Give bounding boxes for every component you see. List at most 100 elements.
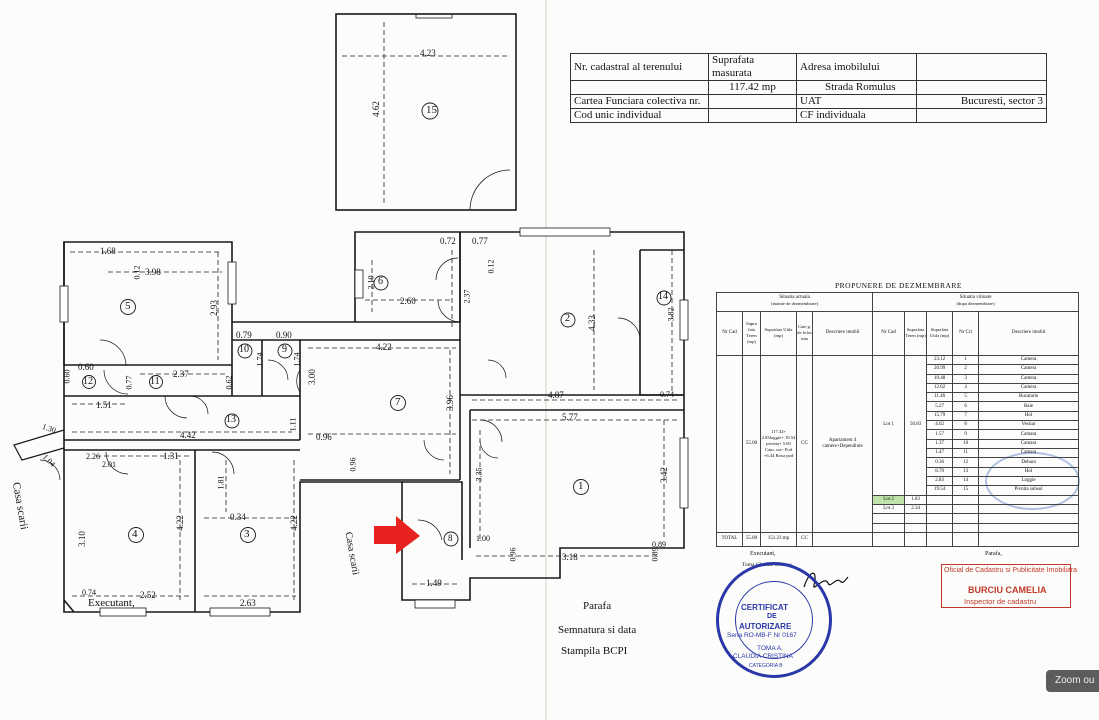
dimension-label: 1.31 (163, 451, 179, 461)
col-header: Nr Cad (716, 310, 743, 356)
lot3-teren: 2.34 (904, 503, 928, 515)
dimension-label: 3.96 (444, 395, 455, 411)
dimension-label: 3.82 (666, 307, 676, 322)
table-cell: Camara (978, 448, 1080, 459)
dimension-label: 2.37 (462, 289, 472, 304)
dezmembrare-table: Situatia actuala(inainte de dezmembrare)… (715, 292, 1080, 548)
col-header: Descriere imobil (978, 310, 1080, 356)
room-label-13: 13 (226, 414, 236, 425)
cell-empty (952, 494, 980, 505)
dimension-label: 1.11 (288, 417, 298, 432)
cell-empty (708, 94, 797, 109)
cell-empty (952, 513, 980, 524)
dimension-label: 4.22 (376, 342, 392, 352)
dimension-label: 2.37 (173, 369, 189, 379)
dimension-label: 1.00 (476, 534, 490, 543)
table-cell: 13 (952, 466, 980, 477)
cell-empty (904, 513, 928, 524)
cell-cf-collective: Cartea Funciara colectiva nr. (570, 94, 709, 109)
col-header: Suprafata Utila (mp) (760, 310, 797, 356)
table-cell: 19.54 (926, 485, 954, 496)
dimension-label: 0.89 (650, 547, 660, 562)
cell-surface-value: 117.42 mp (708, 80, 797, 95)
table-cell: 15.79 (926, 410, 954, 422)
room-label-15: 15 (426, 104, 437, 116)
cell-empty (952, 503, 980, 515)
apartment-outline (63, 231, 685, 613)
room-label-8: 8 (448, 533, 453, 543)
lot2-label: Lot 2 (872, 494, 906, 505)
zoom-out-button[interactable]: Zoom ou (1046, 670, 1099, 692)
table-cell: 23.12 (926, 354, 954, 366)
cell-empty (952, 522, 980, 533)
lot1-label: Lot 1 (872, 354, 906, 496)
red-arrow-marker (374, 516, 420, 554)
dimension-label: 4.33 (586, 315, 597, 331)
col-header: Supra fata Teren (mp) (742, 310, 761, 356)
cell-empty (904, 531, 928, 548)
dimension-label: 0.74 (82, 588, 96, 597)
col-header: Descriere imobil (811, 310, 874, 356)
dimension-label: 2.10 (366, 275, 376, 290)
table-cell: Bucatarie (978, 392, 1080, 403)
cell-uat-label: UAT (796, 94, 917, 109)
viitoare-header: Situatia viitoare(dupa dezmembrare) (872, 292, 1080, 312)
cell-empty (716, 354, 743, 533)
table-cell: 5 (952, 392, 980, 403)
table-cell: 2.83 (926, 475, 954, 487)
dimension-label: 1.74 (292, 352, 302, 367)
room-label-9: 9 (282, 344, 287, 355)
col-header: Suprafata Utila (mp) (926, 310, 954, 356)
table-cell: Camara (978, 429, 1080, 440)
table-cell: Camera (978, 354, 1080, 366)
table-cell: 8.70 (926, 466, 954, 477)
page-fold (545, 0, 547, 720)
cell-empty (926, 531, 954, 548)
cell-empty (708, 108, 797, 123)
room-label-4: 4 (132, 528, 138, 540)
table-cell: 4 (952, 382, 980, 394)
table-cell: Camara (978, 438, 1080, 450)
col-header: Nr Cad (872, 310, 906, 356)
dimension-label: 4.23 (420, 48, 436, 58)
stamp-bcpi-label: Stampila BCPI (561, 645, 628, 657)
table-cell: 9 (952, 429, 980, 440)
ocpi-stamp: Oficial de Cadastru si Publicitate Imobi… (941, 564, 1077, 608)
dimension-label: 1.74 (255, 352, 265, 367)
signature-label: Semnatura si data (558, 624, 637, 636)
col-header: Suprafata Teren (mp) (904, 310, 928, 356)
table-cell: 1.47 (926, 448, 954, 459)
dimension-label: 3.18 (562, 552, 578, 562)
dimension-label: 0.74 (660, 390, 674, 399)
actual-teren: 55.00 (742, 354, 761, 533)
dimension-label: 0.12 (486, 259, 496, 274)
table-cell: 4.62 (926, 420, 954, 431)
room-label-6: 6 (378, 276, 383, 287)
room-label-1: 1 (578, 480, 584, 492)
dimension-label: 4.42 (180, 430, 196, 440)
dimension-label: 0.96 (508, 547, 518, 562)
table-cell: 7 (952, 410, 980, 422)
dimension-label: 3.42 (658, 467, 669, 483)
dimension-label: 0.96 (316, 432, 332, 442)
room-label-7: 7 (395, 396, 401, 408)
cell-empty (926, 494, 954, 505)
dimension-label: 3.98 (145, 267, 161, 277)
dimension-label: 0.89 (652, 540, 666, 549)
dimension-label: 1.81 (216, 475, 226, 490)
cell-uat-value: Bucuresti, sector 3 (916, 94, 1047, 109)
executant-table-label: Executant, (750, 551, 776, 557)
dimension-label: 4.62 (370, 101, 381, 117)
dimension-label: 0.79 (236, 330, 252, 340)
table-cell: 10 (952, 438, 980, 450)
dimension-label: 2.93 (208, 300, 219, 316)
dimension-label: 0.62 (224, 375, 234, 390)
table-cell: 2 (952, 364, 980, 375)
dimension-label: 4.22 (174, 515, 185, 531)
lot1-teren: 50.83 (904, 354, 928, 496)
cell-empty (916, 108, 1047, 123)
table-cell: 6 (952, 401, 980, 412)
room-label-12: 12 (83, 376, 93, 387)
cell-empty (904, 522, 928, 533)
